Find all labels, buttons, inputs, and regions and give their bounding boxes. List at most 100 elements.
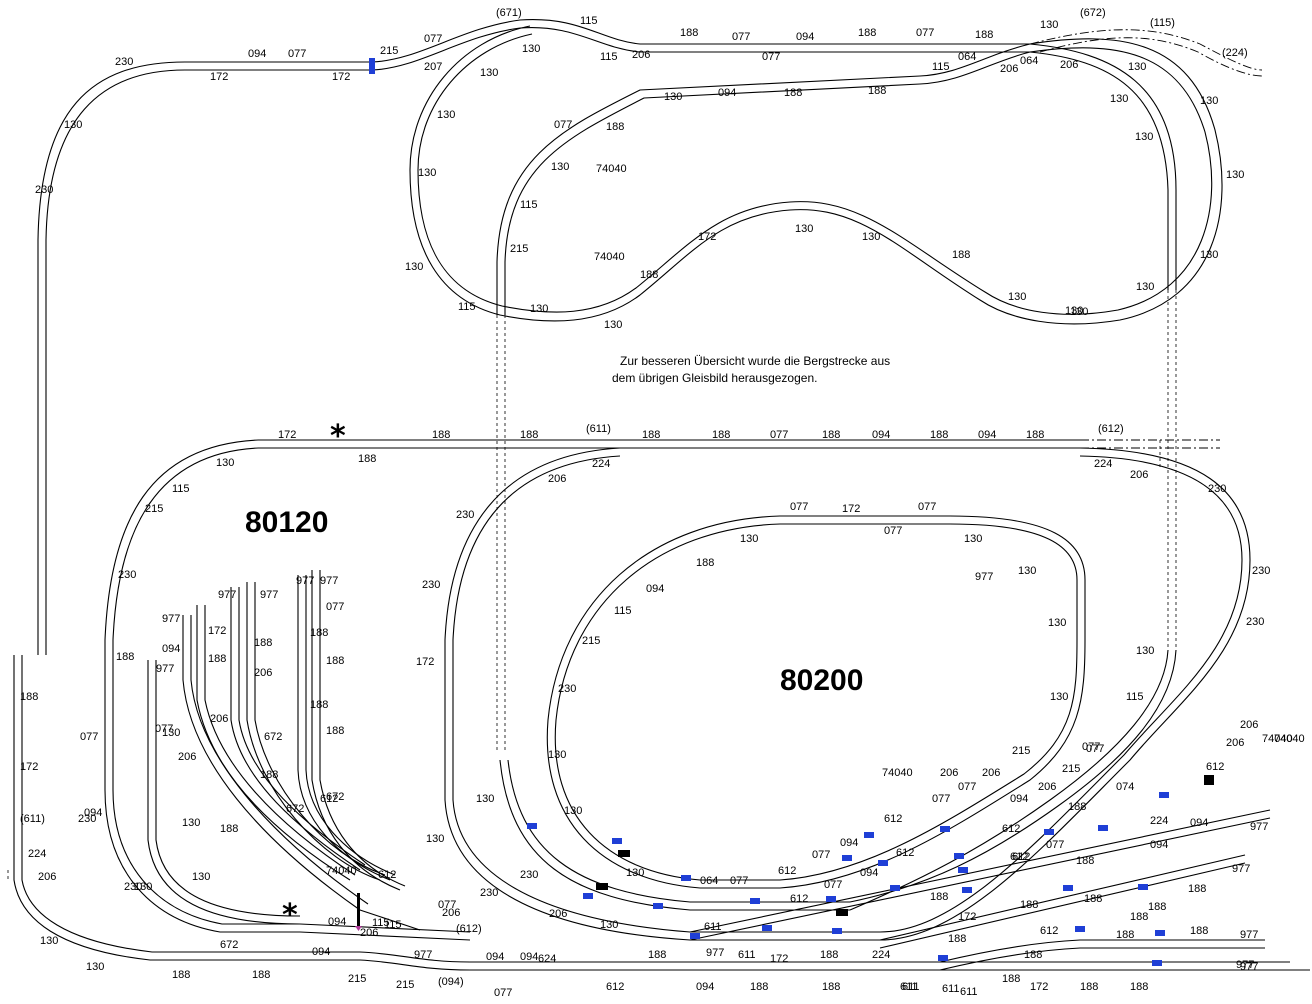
track-number-label: 188 [712,429,730,441]
track-number-label: 172 [210,71,228,83]
track-number-label: 094 [872,429,890,441]
track-number-label: 064 [1020,55,1038,67]
track-number-label: 977 [162,613,180,625]
signal-icon [826,896,836,902]
track-number-label: 130 [86,961,104,973]
track-number-label: 094 [646,583,664,595]
track-number-label: 077 [790,501,808,513]
track-number-label: 612 [1002,823,1020,835]
track-number-label: 977 [296,575,314,587]
track-number-label: 224 [592,458,610,470]
track-number-label: 130 [626,867,644,879]
track-number-label: 230 [124,881,142,893]
track-number-label: 215 [348,973,366,985]
track-number-label: 215 [145,503,163,515]
track-number-label: 230 [35,184,53,196]
track-number-label: 188 [326,725,344,737]
track-number-label: 188 [326,655,344,667]
track-number-label: 077 [932,793,950,805]
track-number-label: 224 [1094,458,1112,470]
track-number-label: 130 [476,793,494,805]
track-number-label: 74040 [1262,733,1293,745]
track-number-label: 077 [958,781,976,793]
track-number-label: 188 [1020,899,1038,911]
track-number-label: 612 [378,869,396,881]
track-number-label: 188 [820,949,838,961]
track-number-label: 130 [964,533,982,545]
track-number-label: 130 [134,881,152,893]
uncoupler-icon [836,909,848,916]
track-number-label: 130 [1128,61,1146,73]
track-number-label: 130 [1135,131,1153,143]
track-number-label: 215 [582,635,600,647]
track-number-label: 672 [286,803,304,815]
signal-icon [864,832,874,838]
track-number-label: 130 [1226,169,1244,181]
track-number-label: 115 [520,199,538,211]
track-number-label: 74040 [1274,733,1305,745]
track-number-label: 188 [642,429,660,441]
track-number-label: 206 [254,667,272,679]
track-number-label: (224) [1222,47,1248,59]
signal-icon [612,838,622,844]
track-number-label: 130 [1136,281,1154,293]
signal-icon [842,855,852,861]
track-number-label: 094 [486,951,504,963]
track-number-label: 188 [20,691,38,703]
track-number-label: 115 [172,483,190,495]
track-number-label: 077 [916,27,934,39]
track-number-label: 977 [156,663,174,675]
track-number-label: 094 [520,951,538,963]
track-number-label: 612 [778,865,796,877]
signal-icon [1075,926,1085,932]
track-number-label: 188 [260,769,278,781]
track-number-label: 130 [426,833,444,845]
note-line-2: dem übrigen Gleisbild herausgezogen. [612,371,817,385]
track-number-label: 130 [1200,95,1218,107]
track-number-label: 977 [260,589,278,601]
track-number-label: (115) [1150,17,1175,29]
track-number-label: 188 [208,653,226,665]
track-number-label: 672 [326,791,344,803]
signal-icon [954,853,964,859]
signal-icon [940,826,950,832]
track-number-label: 611 [900,981,918,993]
track-number-label: 206 [1130,469,1148,481]
track-number-label: 188 [784,87,802,99]
track-number-label: 130 [1018,565,1036,577]
track-number-label: 077 [732,31,750,43]
track-number-label: 115 [600,51,618,63]
track-number-label: 094 [860,867,878,879]
track-number-label: 188 [680,27,698,39]
track-number-label: 188 [310,627,328,639]
track-number-label: 188 [220,823,238,835]
track-number-label: 224 [28,848,46,860]
track-number-label: 130 [192,871,210,883]
track-number-label: 077 [918,501,936,513]
track-number-label: 206 [632,49,650,61]
track-number-label: 188 [952,249,970,261]
track-number-label: 172 [20,761,38,773]
track-number-label: 172 [842,503,860,515]
signal-icon [1098,825,1108,831]
track-number-label: 130 [418,167,436,179]
track-number-label: 188 [1148,901,1166,913]
track-number-label: 130 [1065,305,1083,317]
signal-icon [1063,885,1073,891]
track-number-label: 115 [372,917,390,929]
track-number-label: 130 [437,109,455,121]
marker-star: * [282,898,298,933]
track-number-label: 188 [1084,893,1102,905]
track-number-label: 230 [1208,483,1226,495]
track-number-label: 230 [456,509,474,521]
track-number-label: 172 [958,911,976,923]
track-number-label: 064 [700,875,718,887]
track-number-label: 611 [738,949,756,961]
track-number-label: 172 [278,429,296,441]
track-number-label: 188 [696,557,714,569]
track-number-label: 115 [614,605,632,617]
signal-icon [681,875,691,881]
track-number-label: 230 [78,813,96,825]
track-number-label: 612 [1206,761,1224,773]
